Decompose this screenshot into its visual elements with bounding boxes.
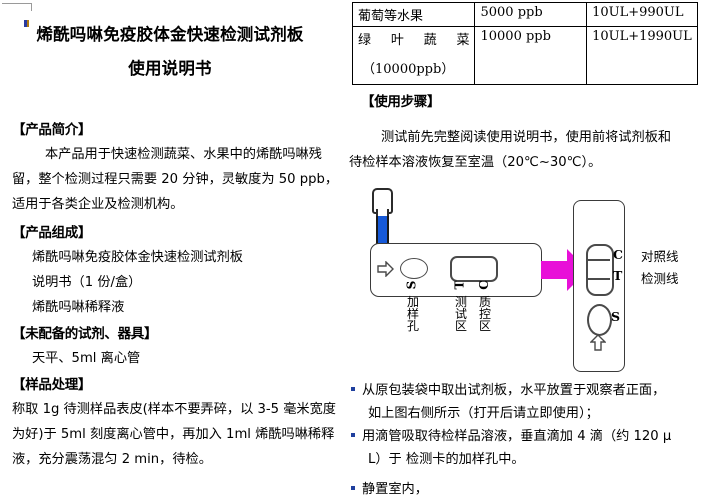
product-intro-line-3: 适用于各类企业及检测机构。 — [12, 197, 184, 212]
product-intro-line-1: 本产品用于快速检测蔬菜、水果中的烯酰吗啉残 — [45, 147, 322, 162]
section-heading-unsupplied: 【未配备的试剂、器具】 — [12, 326, 158, 342]
label-control-zone: 质控区 — [478, 295, 491, 334]
bullet-2-line-1: 用滴管吸取待检样品溶液，垂直滴加 4 滴（约 120 μ — [362, 429, 672, 444]
section-heading-product-intro: 【产品简介】 — [12, 122, 92, 138]
sample-prep-line-3: 液，充分震荡混匀 2 min，待检。 — [12, 452, 212, 467]
composition-item-2: 说明书（1 份/盒） — [32, 275, 142, 290]
strip-letter-S: S — [404, 280, 419, 290]
page-title-line1: 烯酰吗啉免疫胶体金快速检测试剂板 — [36, 25, 304, 44]
label-test-line: 检测线 — [641, 271, 679, 286]
card-letter-T: T — [613, 268, 623, 283]
section-heading-sample-prep: 【样品处理】 — [12, 377, 92, 393]
section-heading-usage-steps: 【使用步骤】 — [361, 94, 441, 110]
page-corner-mark-orange — [27, 20, 29, 27]
page-corner-artifact — [2, 3, 32, 4]
dilution-table: 葡萄等水果 5000 ppb 10UL+990UL 绿 叶 蔬 菜 （10000… — [351, 2, 698, 85]
right-column: 葡萄等水果 5000 ppb 10UL+990UL 绿 叶 蔬 菜 （10000… — [345, 0, 712, 497]
list-item: 用滴管吸取待检样品溶液，垂直滴加 4 滴（约 120 μ — [351, 425, 671, 444]
left-column: 烯酰吗啉免疫胶体金快速检测试剂板 使用说明书 【产品简介】 本产品用于快速检测蔬… — [0, 0, 345, 488]
result-window — [450, 256, 498, 282]
page-corner-mark-blue — [24, 20, 27, 27]
cell-sample-subnote: （10000ppb） — [362, 62, 455, 77]
table-row: 葡萄等水果 5000 ppb 10UL+990UL — [351, 2, 698, 27]
usage-intro-line-2: 待检样本溶液恢复至室温（20℃~30℃）。 — [349, 155, 602, 170]
list-item: 从原包装袋中取出试剂板，水平放置于观察者正面， — [351, 379, 665, 398]
table-row: 绿 叶 蔬 菜 （10000ppb） 10000 ppb 10UL+1990UL — [351, 26, 698, 85]
bullet-1-line-1: 从原包装袋中取出试剂板，水平放置于观察者正面， — [362, 383, 666, 398]
cell-detection-limit: 10000 ppb — [474, 26, 588, 85]
sample-char-1: 绿 — [358, 33, 372, 48]
cell-sample-type: 葡萄等水果 — [351, 2, 476, 27]
cell-dilution-ratio: 10UL+990UL — [586, 2, 698, 27]
composition-item-3: 烯酰吗啉稀释液 — [32, 300, 125, 315]
unsupplied-item-1: 天平、5ml 离心管 — [32, 351, 141, 366]
page-title-line2: 使用说明书 — [128, 59, 212, 78]
cell-sample-type: 绿 叶 蔬 菜 （10000ppb） — [351, 26, 476, 85]
label-sample-well: 加样孔 — [406, 295, 419, 334]
list-item-continuation: L）于 检测卡的加样孔中。 — [368, 448, 525, 467]
test-line-marker — [586, 278, 610, 280]
section-heading-product-composition: 【产品组成】 — [12, 225, 92, 241]
cell-dilution-ratio: 10UL+1990UL — [586, 26, 698, 85]
bullet-3-line-1: 静置室内， — [362, 482, 428, 497]
product-intro-line-2: 留，整个检测过程只需要 20 分钟，灵敏度为 50 ppb， — [12, 172, 339, 187]
control-line-marker — [586, 259, 610, 261]
list-item-continuation: 如上图右侧所示（打开后请立即使用）； — [368, 402, 599, 421]
sample-char-4: 菜 — [456, 33, 470, 48]
sample-char-3: 蔬 — [423, 33, 437, 48]
strip-letter-C: C — [476, 280, 491, 290]
sample-direction-arrow-icon — [377, 261, 394, 277]
label-control-line: 对照线 — [641, 249, 679, 264]
bullet-1-line-2: 如上图右侧所示（打开后请立即使用）； — [368, 406, 599, 421]
bullet-2-line-2: L）于 检测卡的加样孔中。 — [368, 452, 525, 467]
cell-sample-type-justified: 绿 叶 蔬 菜 — [358, 29, 469, 48]
test-procedure-diagram: S T C 加样孔 测试区 质控区 C T S 对照线 检测线 — [345, 186, 712, 372]
card-letter-S: S — [611, 309, 621, 324]
label-test-zone: 测试区 — [454, 295, 467, 334]
page-corner-artifact-vertical — [31, 3, 32, 11]
sample-prep-line-2: 为好)于 5ml 刻度离心管中，再加入 1ml 烯酰吗啉稀释 — [12, 427, 335, 442]
bullet-marker-icon — [351, 387, 355, 391]
result-window-vertical — [586, 244, 614, 296]
insert-direction-arrow-icon — [590, 334, 606, 351]
sample-char-2: 叶 — [390, 33, 404, 48]
sample-well-opening — [400, 258, 428, 279]
sample-well-vertical — [587, 304, 612, 336]
usage-intro-line-1: 测试前先完整阅读使用说明书，使用前将试剂板和 — [381, 130, 672, 145]
strip-letter-T: T — [452, 280, 467, 290]
sample-prep-line-1: 称取 1g 待测样品表皮(样本不要弄碎，以 3-5 毫米宽度 — [12, 402, 336, 417]
dropper-stem-icon — [376, 209, 389, 219]
composition-item-1: 烯酰吗啉免疫胶体金快速检测试剂板 — [32, 250, 243, 265]
cell-detection-limit: 5000 ppb — [474, 2, 588, 27]
card-letter-C: C — [613, 247, 623, 262]
bullet-marker-icon — [351, 486, 355, 490]
bullet-marker-icon — [351, 433, 355, 437]
